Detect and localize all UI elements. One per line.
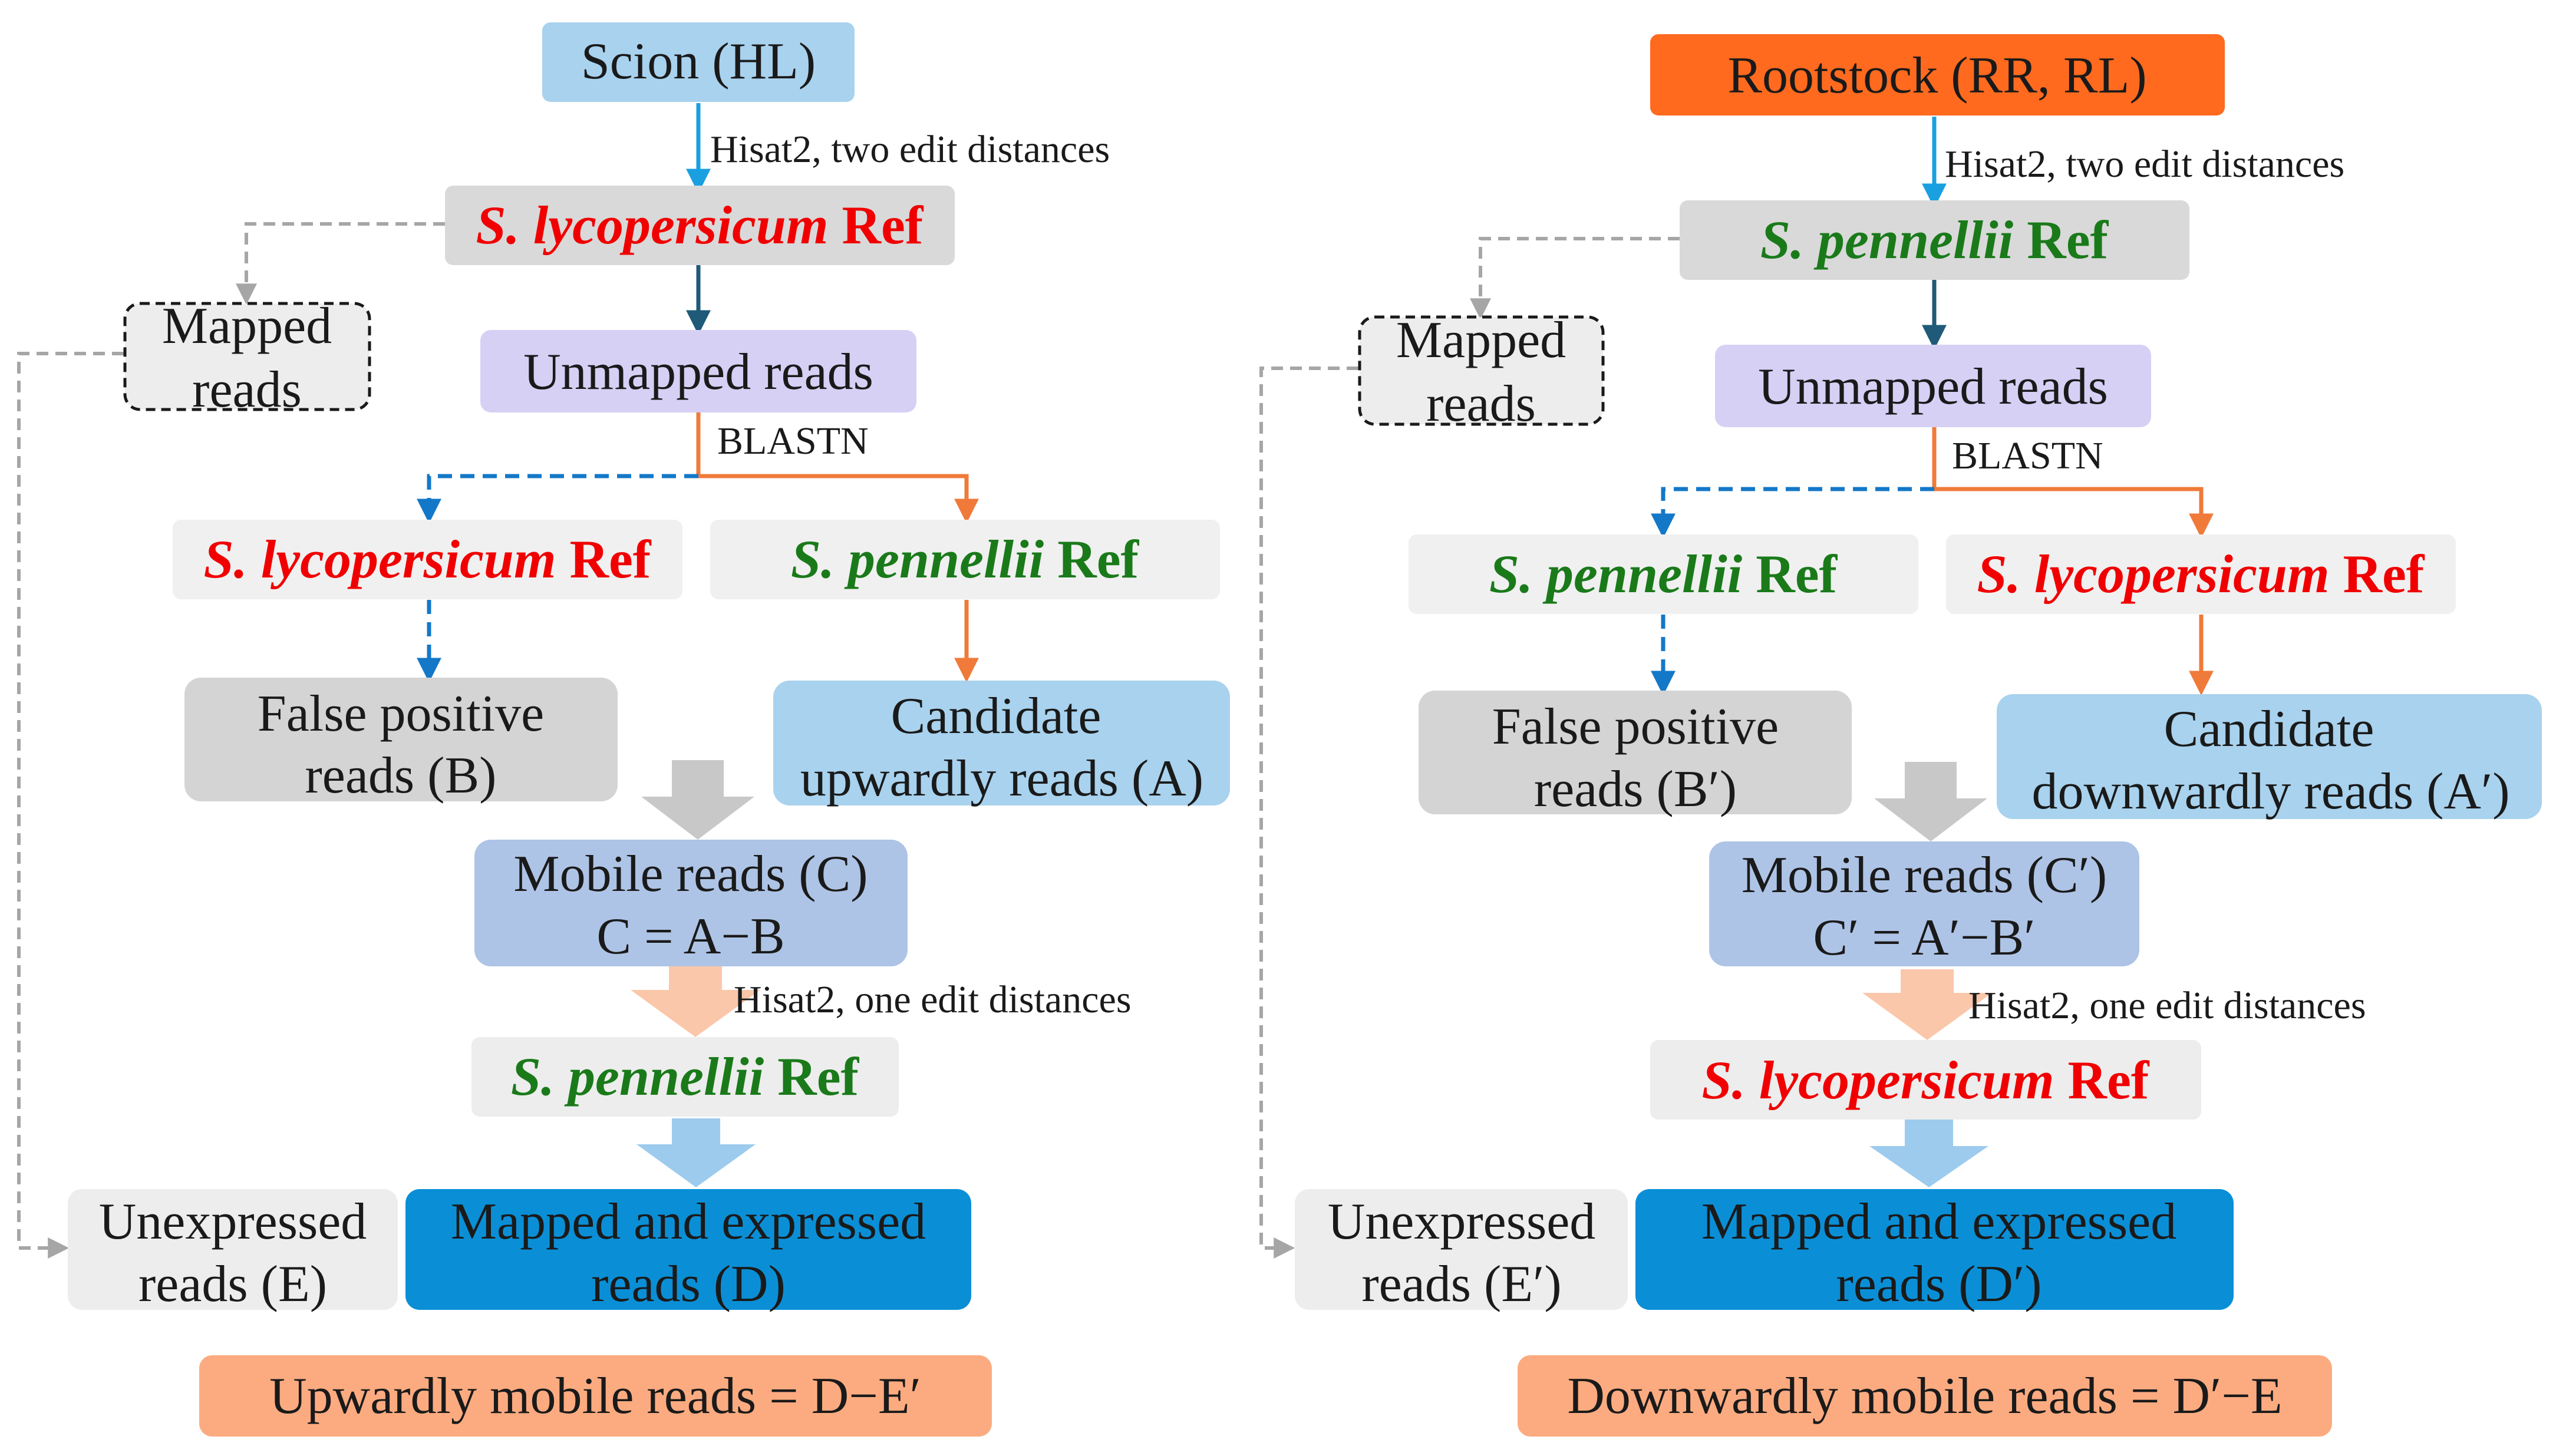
mobile-box <box>474 840 908 966</box>
blast-label: BLASTN <box>1952 434 2103 477</box>
unexpressed-label: Unexpressed <box>1328 1193 1596 1250</box>
align2-label: Hisat2, one edit distances <box>734 978 1132 1021</box>
candidate-box <box>773 681 1230 805</box>
unmapped-label: Unmapped reads <box>1758 358 2108 415</box>
line-blast-to-ref-b <box>698 474 979 524</box>
mobile-label: Mobile reads (C′) <box>1742 847 2107 904</box>
mobile-formula: C = A−B <box>596 908 784 965</box>
ref-b-box <box>1946 534 2456 614</box>
candidate-label-2: downwardly reads (A′) <box>2032 763 2510 820</box>
unmapped-box <box>480 330 916 412</box>
candidate-box <box>1997 694 2542 819</box>
block-arrow-to-expressed <box>1869 1120 1988 1187</box>
ref1-label: S. lycopersicum Ref <box>476 195 924 255</box>
result-label: Downwardly mobile reads = D′−E <box>1567 1368 2282 1425</box>
block-arrow-to-ref2 <box>1862 969 1992 1040</box>
ref2-box <box>471 1037 899 1117</box>
source-label: Rootstock (RR, RL) <box>1727 47 2146 104</box>
candidate-label: Candidate <box>891 688 1101 745</box>
mapped-label-2: reads <box>192 361 302 418</box>
false-positive-box <box>1419 691 1852 814</box>
ref1-label: S. pennellii Ref <box>1760 210 2109 270</box>
expressed-label-2: reads (D′) <box>1836 1256 2041 1313</box>
candidate-label: Candidate <box>2164 701 2374 758</box>
block-arrow-to-mobile <box>641 760 754 840</box>
ref2-label: S. lycopersicum Ref <box>1702 1050 2150 1110</box>
false-positive-label-2: reads (B′) <box>1534 761 1737 818</box>
ref-b-label: S. pennellii Ref <box>791 529 1140 589</box>
false-positive-label: False positive <box>258 685 544 742</box>
unexpressed-label-2: reads (E) <box>138 1256 327 1313</box>
block-arrow-to-mobile <box>1874 762 1987 841</box>
false-positive-label-2: reads (B) <box>305 747 497 804</box>
ref-a-label: S. pennellii Ref <box>1489 544 1838 604</box>
ref-a-box <box>173 520 682 599</box>
align1-label: Hisat2, two edit distances <box>710 128 1110 171</box>
ref-a-label: S. lycopersicum Ref <box>204 529 652 589</box>
ref1-box <box>445 186 955 265</box>
ref-b-box <box>710 520 1220 599</box>
ref2-label: S. pennellii Ref <box>511 1046 860 1107</box>
expressed-label: Mapped and expressed <box>451 1193 926 1250</box>
result-box <box>199 1355 992 1437</box>
expressed-box <box>1635 1189 2234 1310</box>
candidate-label-2: upwardly reads (A) <box>800 750 1203 807</box>
result-label: Upwardly mobile reads = D−E′ <box>269 1368 921 1425</box>
ref-a-box <box>1409 534 1918 614</box>
source-box <box>542 22 855 102</box>
false-positive-label: False positive <box>1492 698 1779 755</box>
source-box <box>1650 34 2225 115</box>
expressed-box <box>405 1189 971 1310</box>
false-positive-box <box>184 678 618 801</box>
mapped-label: Mapped <box>1396 312 1566 369</box>
mapped-box <box>123 302 371 411</box>
expressed-label-2: reads (D) <box>591 1256 786 1313</box>
blast-label: BLASTN <box>717 420 869 463</box>
mobile-formula: C′ = A′−B′ <box>1813 909 2035 966</box>
dashed-ref-to-mapped <box>1470 237 1680 320</box>
dashed-mapped-to-unexpressed <box>17 352 124 1259</box>
ref2-box <box>1650 1040 2201 1120</box>
line-blast-to-ref-b <box>1934 487 2214 539</box>
dashed-blast-to-ref-a <box>417 474 698 524</box>
unexpressed-label: Unexpressed <box>99 1193 367 1250</box>
mobile-label: Mobile reads (C) <box>513 846 868 903</box>
mapped-box <box>1358 315 1605 426</box>
mobile-box <box>1709 841 2139 966</box>
dashed-ref-to-mapped <box>236 222 445 305</box>
left-panel: Scion (HL) Hisat2, two edit distances S.… <box>17 22 1230 1437</box>
dashed-blast-to-ref-a <box>1651 487 1934 539</box>
unexpressed-label-2: reads (E′) <box>1361 1256 1561 1313</box>
align1-label: Hisat2, two edit distances <box>1945 143 2344 186</box>
ref1-box <box>1680 200 2189 280</box>
right-panel: Rootstock (RR, RL) Hisat2, two edit dist… <box>1259 34 2542 1437</box>
align2-label: Hisat2, one edit distances <box>1968 984 2366 1027</box>
unmapped-box <box>1715 345 2151 427</box>
block-arrow-to-ref2 <box>631 966 760 1037</box>
unexpressed-box <box>68 1189 398 1310</box>
unmapped-label: Unmapped reads <box>523 344 873 401</box>
result-box <box>1518 1355 2332 1437</box>
dashed-mapped-to-unexpressed <box>1259 367 1358 1259</box>
mapped-label: Mapped <box>162 298 332 355</box>
ref-b-label: S. lycopersicum Ref <box>1977 544 2425 604</box>
unexpressed-box <box>1295 1189 1628 1310</box>
source-label: Scion (HL) <box>581 33 816 90</box>
expressed-label: Mapped and expressed <box>1701 1193 2176 1250</box>
block-arrow-to-expressed <box>636 1118 756 1187</box>
mapped-label-2: reads <box>1426 375 1536 432</box>
